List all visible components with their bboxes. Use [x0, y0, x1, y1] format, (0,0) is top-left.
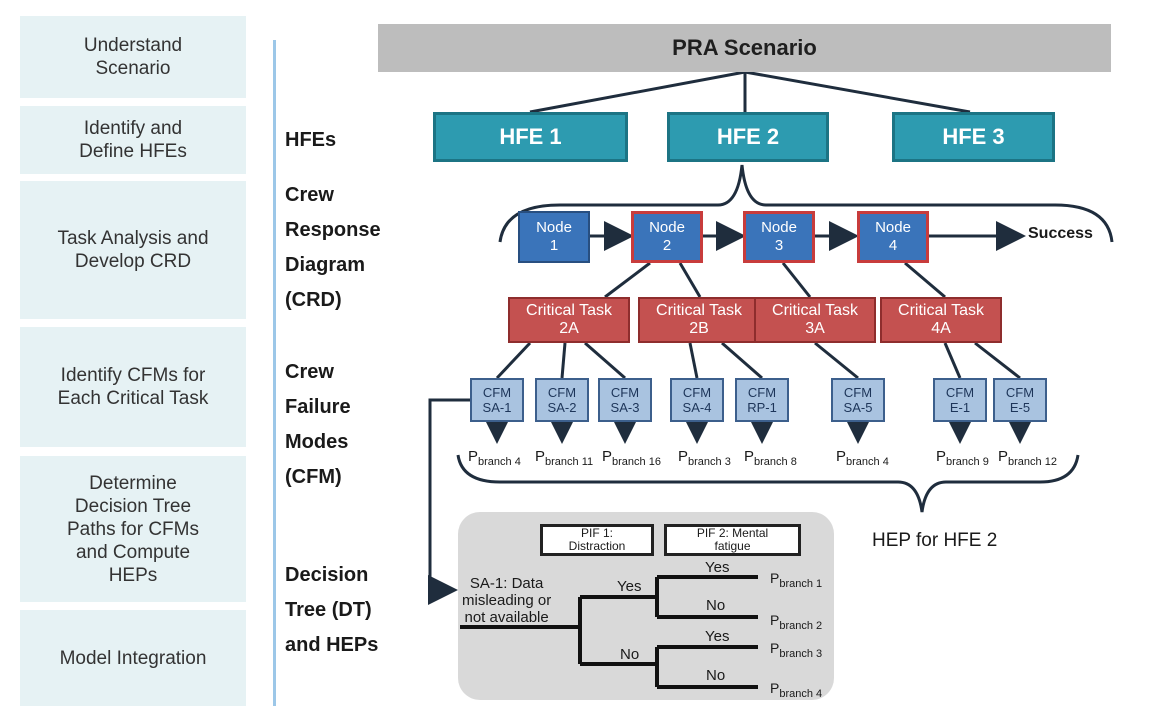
step-label: Determine Decision Tree Paths for CFMs a… [67, 472, 199, 586]
node-3: Node 3 [743, 211, 815, 263]
cfm-sa-3: CFM SA-3 [598, 378, 652, 422]
outcome-p-branch-3: Pbranch 3 [770, 640, 823, 660]
cfm-sa-1: CFM SA-1 [470, 378, 524, 422]
step-task-analysis: Task Analysis and Develop CRD [20, 181, 246, 319]
step-identify-hfes: Identify and Define HFEs [20, 106, 246, 174]
node-4: Node 4 [857, 211, 929, 263]
step-label: Understand Scenario [83, 35, 183, 79]
p-branch-label: Pbranch 4 [836, 448, 889, 468]
step-label: Identify CFMs for Each Critical Task [57, 365, 209, 409]
pif-1-box: PIF 1: Distraction [540, 524, 654, 556]
critical-task-2a: Critical Task 2A [508, 297, 630, 343]
critical-task-4a: Critical Task 4A [880, 297, 1002, 343]
p-branch-label: Pbranch 16 [602, 448, 661, 468]
outcome-p-branch-4: Pbranch 4 [770, 680, 823, 700]
branch-no-label: No [706, 597, 726, 614]
decision-question: SA-1: Data misleading or not available [462, 575, 552, 626]
pra-scenario-header: PRA Scenario [378, 24, 1111, 72]
step-identify-cfms: Identify CFMs for Each Critical Task [20, 327, 246, 447]
cfm-sa-4: CFM SA-4 [670, 378, 724, 422]
branch-yes-label: Yes [705, 628, 730, 645]
p-branch-label: Pbranch 9 [936, 448, 989, 468]
branch-no-label: No [620, 646, 640, 663]
hfe-1-box: HFE 1 [433, 112, 628, 162]
step-label: Model Integration [59, 647, 207, 669]
branch-no-label: No [706, 667, 726, 684]
stage-crd: Crew Response Diagram (CRD) [285, 184, 381, 311]
stage-decision-tree: Decision Tree (DT) and HEPs [285, 564, 379, 656]
p-branch-label: Pbranch 11 [535, 448, 594, 468]
p-branch-label: Pbranch 8 [744, 448, 797, 468]
node-1: Node 1 [518, 211, 590, 263]
branch-yes-label: Yes [705, 559, 730, 576]
step-model-integration: Model Integration [20, 610, 246, 706]
pif-2-box: PIF 2: Mental fatigue [664, 524, 801, 556]
p-branch-label: Pbranch 4 [468, 448, 521, 468]
cfm-sa-2: CFM SA-2 [535, 378, 589, 422]
stage-cfm: Crew Failure Modes (CFM) [285, 361, 351, 488]
hep-label: HEP for HFE 2 [872, 530, 998, 551]
step-label: Identify and Define HFEs [79, 118, 187, 162]
success-label: Success [1028, 225, 1093, 242]
outcome-p-branch-2: Pbranch 2 [770, 612, 823, 632]
p-branch-label: Pbranch 3 [678, 448, 731, 468]
step-label: Task Analysis and Develop CRD [57, 228, 209, 272]
outcome-p-branch-1: Pbranch 1 [770, 570, 823, 590]
hfe-2-box: HFE 2 [667, 112, 829, 162]
branch-yes-label: Yes [617, 578, 642, 595]
step-decision-tree: Determine Decision Tree Paths for CFMs a… [20, 456, 246, 602]
cfm-sa-5: CFM SA-5 [831, 378, 885, 422]
hfe-3-box: HFE 3 [892, 112, 1055, 162]
cfm-e-5: CFM E-5 [993, 378, 1047, 422]
node-2: Node 2 [631, 211, 703, 263]
divider-line [273, 40, 276, 706]
p-branch-label: Pbranch 12 [998, 448, 1057, 468]
cfm-e-1: CFM E-1 [933, 378, 987, 422]
critical-task-3a: Critical Task 3A [754, 297, 876, 343]
critical-task-2b: Critical Task 2B [638, 297, 760, 343]
cfm-rp-1: CFM RP-1 [735, 378, 789, 422]
step-understand-scenario: Understand Scenario [20, 16, 246, 98]
stage-hfes: HFEs [285, 129, 337, 151]
